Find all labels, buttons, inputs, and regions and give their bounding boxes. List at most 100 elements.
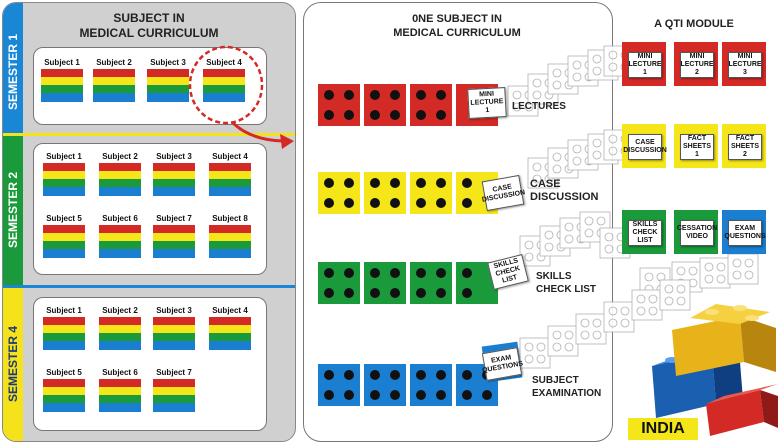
- subject-label: Subject 4: [212, 152, 248, 161]
- row-label-skills: SKILLS CHECK LIST: [536, 270, 596, 296]
- subject-tile[interactable]: Subject 6: [98, 214, 142, 260]
- subject-tile[interactable]: Subject 1: [40, 58, 84, 104]
- india-badge: INDIA: [628, 418, 698, 440]
- subject-tile[interactable]: Subject 6: [98, 368, 142, 414]
- left-title-line2: MEDICAL CURRICULUM: [79, 26, 219, 40]
- subject-stack-icon: [99, 379, 141, 412]
- qti-card[interactable]: FACT SHEETS 1: [680, 134, 714, 160]
- row-label-line: EXAMINATION: [532, 388, 602, 399]
- subject-label: Subject 2: [102, 152, 138, 161]
- subject-label: Subject 4: [212, 306, 248, 315]
- row-label-line: DISCUSSION: [530, 191, 599, 203]
- qti-card[interactable]: MINI LECTURE 3: [728, 52, 762, 78]
- blue-brick: [410, 364, 452, 406]
- subject-stack-icon: [99, 317, 141, 350]
- mid-panel-title: 0NE SUBJECT IN MEDICAL CURRICULUM: [303, 12, 611, 40]
- subject-tile[interactable]: Subject 1: [42, 306, 86, 352]
- subject-tile[interactable]: Subject 5: [42, 214, 86, 260]
- subject-tile[interactable]: Subject 3: [152, 152, 196, 198]
- subject-stack-icon: [153, 225, 195, 258]
- subject-tile[interactable]: Subject 3: [152, 306, 196, 352]
- semester-divider: [3, 285, 295, 288]
- skills-bricks: [318, 262, 498, 304]
- subject-label: Subject 5: [46, 368, 82, 377]
- subject-label: Subject 1: [46, 152, 82, 161]
- subject-stack-icon: [43, 379, 85, 412]
- green-brick: [318, 262, 360, 304]
- blue-brick: [364, 364, 406, 406]
- yellow-brick: [364, 172, 406, 214]
- subject-label: Subject 7: [156, 368, 192, 377]
- qti-card[interactable]: MINI LECTURE 2: [680, 52, 714, 78]
- case-bricks: [318, 172, 498, 214]
- yellow-brick: [318, 172, 360, 214]
- subject-label: Subject 2: [102, 306, 138, 315]
- subject-stack-icon: [153, 163, 195, 196]
- subject-label: Subject 2: [96, 58, 132, 67]
- subject-tile[interactable]: Subject 2: [98, 152, 142, 198]
- subject-label: Subject 3: [156, 306, 192, 315]
- qti-card[interactable]: CESSATION VIDEO: [677, 220, 717, 246]
- lecture-bricks: [318, 84, 498, 126]
- subject-tile[interactable]: Subject 2: [98, 306, 142, 352]
- subject-label: Subject 6: [102, 368, 138, 377]
- qti-card[interactable]: FACT SHEETS 2: [728, 134, 762, 160]
- subject-tile[interactable]: Subject 7: [152, 368, 196, 414]
- subject-tile[interactable]: Subject 5: [42, 368, 86, 414]
- subject-tile[interactable]: Subject 4: [208, 152, 252, 198]
- qti-card[interactable]: EXAM QUESTIONS: [724, 220, 766, 246]
- subject-stack-icon: [153, 379, 195, 412]
- row-card-lectures[interactable]: MINI LECTURE 1: [467, 87, 507, 119]
- subject-tile[interactable]: Subject 8: [208, 214, 252, 260]
- subject-stack-icon: [147, 69, 189, 102]
- subject-stack-icon: [209, 317, 251, 350]
- green-brick: [410, 262, 452, 304]
- left-title-line1: SUBJECT IN: [113, 11, 185, 25]
- semester-1-bar: [3, 3, 23, 133]
- blue-brick: [318, 364, 360, 406]
- subject-stack-icon: [43, 317, 85, 350]
- subject-stack-icon: [153, 317, 195, 350]
- row-label-lectures: LECTURES: [512, 101, 566, 112]
- semester-2-bar: [3, 133, 23, 285]
- qti-card[interactable]: MINI LECTURE 1: [628, 52, 662, 78]
- subject-tile[interactable]: Subject 1: [42, 152, 86, 198]
- subject-label: Subject 8: [212, 214, 248, 223]
- subject-label: Subject 3: [150, 58, 186, 67]
- red-brick: [410, 84, 452, 126]
- subject-tile[interactable]: Subject 2: [92, 58, 136, 104]
- subject-stack-icon: [209, 225, 251, 258]
- subject-stack-icon: [41, 69, 83, 102]
- subject-label: Subject 3: [156, 152, 192, 161]
- row-label-line: CHECK LIST: [536, 284, 596, 295]
- subject-tile[interactable]: Subject 3: [146, 58, 190, 104]
- subject-stack-icon: [43, 225, 85, 258]
- semester-2-subjects: Subject 1 Subject 2 Subject 3 Subject 4 …: [33, 143, 267, 275]
- qti-card[interactable]: SKILLS CHECK LIST: [628, 220, 662, 246]
- subject-label: Subject 5: [46, 214, 82, 223]
- subject-label: Subject 1: [46, 306, 82, 315]
- subject-stack-icon: [99, 225, 141, 258]
- row-label-line: SKILLS: [536, 271, 572, 282]
- mid-title-line1: 0NE SUBJECT IN: [412, 13, 502, 25]
- subject-label: Subject 1: [44, 58, 80, 67]
- subject-stack-icon: [99, 163, 141, 196]
- row-label-line: CASE: [530, 178, 561, 190]
- mid-title-line2: MEDICAL CURRICULUM: [393, 27, 521, 39]
- subject-stack-icon: [93, 69, 135, 102]
- subject-stack-icon: [209, 163, 251, 196]
- lego-stack-icon: [652, 304, 778, 436]
- semester-4-bar: [3, 285, 23, 441]
- subject-tile[interactable]: Subject 4: [208, 306, 252, 352]
- subject-label: Subject 7: [156, 214, 192, 223]
- row-label-line: SUBJECT: [532, 375, 579, 386]
- qti-card[interactable]: CASE DISCUSSION: [623, 134, 667, 160]
- left-panel-title: SUBJECT IN MEDICAL CURRICULUM: [3, 11, 295, 41]
- row-label-case: CASE DISCUSSION: [530, 178, 598, 204]
- subject-tile[interactable]: Subject 7: [152, 214, 196, 260]
- green-brick: [364, 262, 406, 304]
- yellow-brick: [410, 172, 452, 214]
- subject-label: Subject 6: [102, 214, 138, 223]
- semester-4-subjects: Subject 1 Subject 2 Subject 3 Subject 4 …: [33, 297, 267, 431]
